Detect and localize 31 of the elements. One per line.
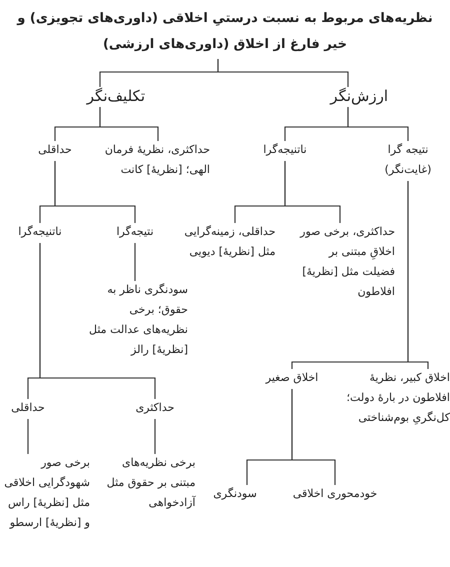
connector-line xyxy=(234,161,286,223)
category-label: اخلاق صغیر xyxy=(252,368,332,388)
connector-line xyxy=(54,107,101,141)
connector-line xyxy=(99,59,219,87)
category-label: سودنگری xyxy=(200,484,270,504)
category-label: نتیجه‌گرا xyxy=(95,222,175,242)
category-label: اخلاق کبیر، نظریهٔ افلاطون در بارهٔ دولت؛ کل‌نگریِ بوم‌شناختی xyxy=(340,368,450,428)
category-label: حداقلی، زمینه‌گرایی مثل [نظریهٔ] دیویی xyxy=(180,222,276,262)
category-label: حداکثری، برخی صور اخلاقِ مبتنی بر فضیلت مثل [نظریهٔ] افلاطون xyxy=(295,222,395,302)
connector-line xyxy=(246,389,293,485)
category-label: حداکثری، نظریهٔ فرمان الهی؛ [نظریهٔ] کانت xyxy=(90,140,210,180)
connector-line xyxy=(27,419,29,454)
category-label: حداکثری xyxy=(120,398,190,418)
category-label: برخی نظریه‌های مبتنی بر حقوق مثل آزادخواهی xyxy=(100,453,196,513)
category-label: خودمحوری اخلاقی xyxy=(280,484,390,504)
category-label: برخی صور شهودگرایی اخلاقی مثل [نظریهٔ] راس و [نظریهٔ] ارسطو xyxy=(4,453,90,533)
category-label: ناتنیجه‌گرا xyxy=(1,222,79,242)
category-label: تکلیف‌نگر xyxy=(55,86,145,106)
connector-line xyxy=(284,107,349,141)
category-label: ناتنیجه‌گرا xyxy=(240,140,330,160)
connector-line xyxy=(134,243,136,281)
category-label: حداقلی xyxy=(0,398,56,418)
category-label: حداقلی xyxy=(20,140,90,160)
category-label: سودنگری ناظر به حقوق؛ برخی نظریه‌های عدالت مثل [نظریهٔ] رالز xyxy=(88,280,188,360)
connector-line xyxy=(27,243,41,399)
heading-text: نظریه‌های مربوط به نسبت درستیِ اخلاقی (داوری‌های تجویزی) و خیر فارغ از اخلاق (داوری‌های ارزشی) xyxy=(5,6,445,58)
category-label: نتیجه گرا (غایت‌نگر) xyxy=(368,140,448,180)
connector-line xyxy=(154,419,156,454)
connector-line xyxy=(291,181,409,369)
category-label: ارزش‌نگر xyxy=(308,86,388,106)
connector-line xyxy=(39,161,56,223)
